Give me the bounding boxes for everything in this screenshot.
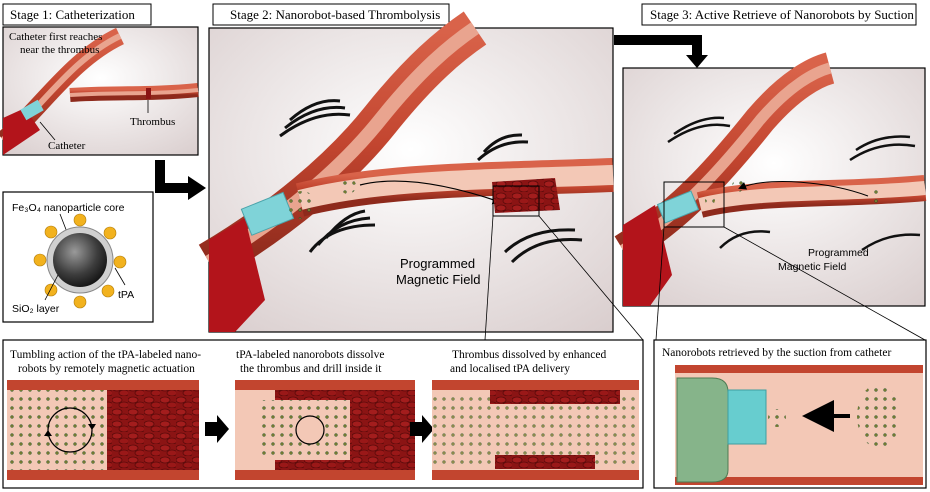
stage2-panel: Stage 2: Nanorobot-based Thrombolysis Pr… xyxy=(198,3,614,333)
step1-caption: Tumbling action of the tPA-labeled nano- xyxy=(10,349,201,361)
step2-caption: tPA-labeled nanorobots dissolve xyxy=(236,349,384,361)
stage1-note-2: near the thrombus xyxy=(20,44,99,56)
stage2-field-label: Programmed xyxy=(400,256,475,271)
step2-vessel xyxy=(235,380,415,480)
stage3-title: Stage 3: Active Retrieve of Nanorobots b… xyxy=(650,7,914,22)
suction-catheter-body xyxy=(676,377,729,483)
stage1-note: Catheter first reaches xyxy=(9,31,102,43)
tpa-label: tPA xyxy=(118,289,134,301)
retrieval-panel: Nanorobots retrieved by the suction from… xyxy=(653,339,927,489)
fe3o4-core xyxy=(53,233,107,287)
step3-caption-2: and localised tPA delivery xyxy=(450,363,570,375)
stage3-field-label: Programmed xyxy=(808,247,869,259)
stage3-field-label-2: Magnetic Field xyxy=(778,261,846,273)
retrieval-caption: Nanorobots retrieved by the suction from… xyxy=(662,347,891,359)
steps-panel: Tumbling action of the tPA-labeled nano-… xyxy=(2,339,644,489)
step3-vessel xyxy=(432,380,639,480)
core-label: Fe₃O₄ nanoparticle core xyxy=(12,202,125,214)
stage1-thrombus xyxy=(146,88,151,99)
flow-arrow-2 xyxy=(614,35,702,58)
nanoparticle-panel: Fe₃O₄ nanoparticle core SiO₂ layer tPA xyxy=(2,191,154,323)
stage3-catheter xyxy=(656,190,700,224)
stage1-title: Stage 1: Catheterization xyxy=(10,7,135,22)
step1-caption-2: robots by remotely magnetic actuation xyxy=(18,363,195,375)
stage3-panel: Stage 3: Active Retrieve of Nanorobots b… xyxy=(614,3,927,307)
stage2-field-label-2: Magnetic Field xyxy=(396,272,481,287)
tpa-icons xyxy=(33,213,127,309)
flow-arrow-1 xyxy=(155,160,192,193)
step2-caption-2: the thrombus and drill inside it xyxy=(240,363,382,375)
stage1-catheter-base xyxy=(3,108,40,155)
stage2-thrombus xyxy=(492,178,560,213)
stage2-swarm-2 xyxy=(340,178,356,194)
stage1-panel: Stage 1: Catheterization Catheter first … xyxy=(0,3,199,156)
retrieval-swarm xyxy=(857,384,901,448)
suction-catheter-tip xyxy=(727,389,767,445)
catheter-label: Catheter xyxy=(48,140,86,152)
magnetic-field-arcs xyxy=(279,99,583,264)
sio2-label: SiO₂ layer xyxy=(12,303,60,315)
step3-caption: Thrombus dissolved by enhanced xyxy=(452,349,607,361)
thrombus-label: Thrombus xyxy=(130,116,175,128)
stage2-title: Stage 2: Nanorobot-based Thrombolysis xyxy=(230,7,440,22)
stage2-swarm-1 xyxy=(288,191,316,219)
stage1-catheter-tip xyxy=(20,99,44,121)
step1-vessel xyxy=(7,380,199,480)
